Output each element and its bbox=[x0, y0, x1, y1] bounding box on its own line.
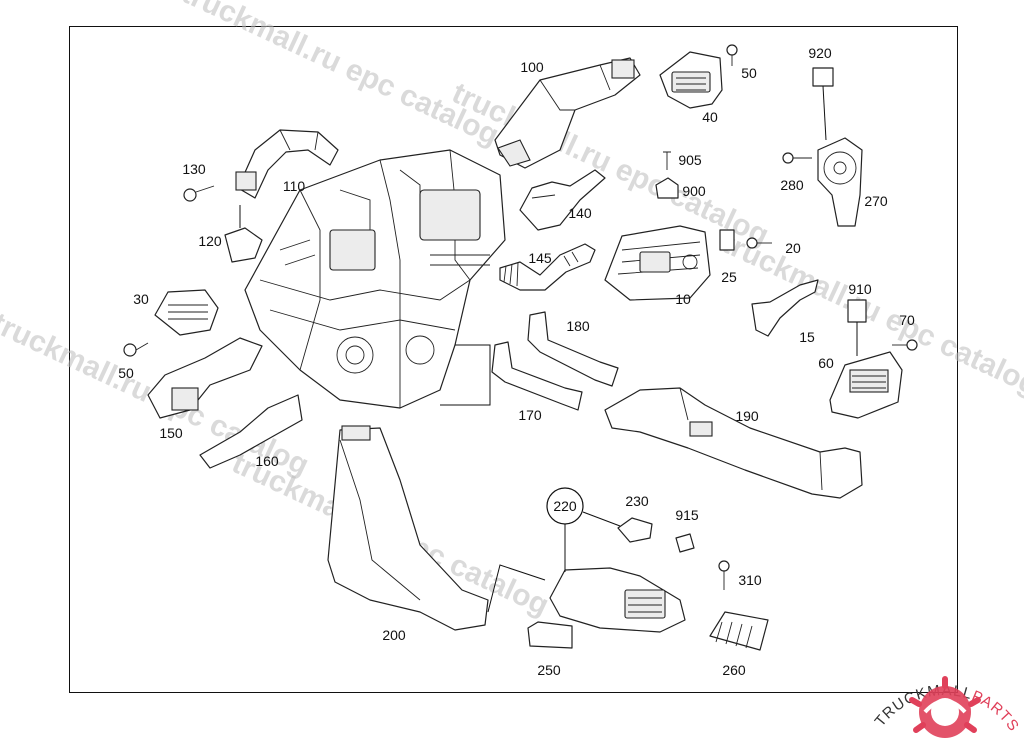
callout-190: 190 bbox=[735, 408, 759, 424]
part-915-clip bbox=[675, 533, 695, 553]
part-160-channel bbox=[199, 394, 303, 469]
part-10-control-panel bbox=[604, 225, 711, 301]
callout-310: 310 bbox=[738, 572, 762, 588]
part-200-floor-duct bbox=[327, 425, 546, 631]
callout-40: 40 bbox=[702, 109, 718, 125]
callout-920: 920 bbox=[808, 45, 832, 61]
callout-200: 200 bbox=[382, 627, 406, 643]
part-140-adapter bbox=[519, 169, 606, 231]
callout-25: 25 bbox=[721, 269, 737, 285]
part-270-blower bbox=[817, 137, 863, 227]
callout-280: 280 bbox=[780, 177, 804, 193]
callout-50-top: 50 bbox=[741, 65, 757, 81]
callout-140: 140 bbox=[568, 205, 592, 221]
part-220-assembly bbox=[549, 567, 686, 633]
callout-900: 900 bbox=[682, 183, 706, 199]
part-110-duct-pipe bbox=[235, 129, 339, 199]
gear-icon bbox=[909, 676, 981, 738]
part-40-vent-outlet bbox=[659, 51, 723, 109]
part-170-channel bbox=[491, 341, 583, 411]
part-190-long-duct bbox=[604, 387, 863, 499]
part-145-hose bbox=[499, 243, 596, 291]
part-250-filter bbox=[527, 621, 573, 649]
hvac-housing-assembly bbox=[244, 149, 506, 409]
part-120-clip bbox=[224, 205, 263, 263]
callout-10: 10 bbox=[675, 291, 691, 307]
callout-70: 70 bbox=[899, 312, 915, 328]
screw-20 bbox=[746, 237, 772, 249]
part-230-sensor bbox=[617, 517, 653, 543]
part-920-connector bbox=[812, 67, 834, 141]
screw-130 bbox=[183, 185, 215, 202]
part-905-pin bbox=[663, 151, 671, 170]
callout-160: 160 bbox=[255, 453, 279, 469]
part-260-grille bbox=[709, 611, 769, 651]
callout-260: 260 bbox=[722, 662, 746, 678]
part-900-bracket bbox=[655, 177, 679, 199]
callout-250: 250 bbox=[537, 662, 561, 678]
callout-labels: 100 50 40 920 130 110 905 900 280 270 12… bbox=[118, 45, 915, 678]
callout-15: 15 bbox=[799, 329, 815, 345]
callout-220: 220 bbox=[553, 498, 577, 514]
part-180-channel bbox=[527, 311, 619, 387]
callout-60: 60 bbox=[818, 355, 834, 371]
part-25-tab bbox=[719, 229, 735, 251]
callout-100: 100 bbox=[520, 59, 544, 75]
part-100-air-duct bbox=[494, 57, 641, 169]
callout-120: 120 bbox=[198, 233, 222, 249]
callout-180: 180 bbox=[566, 318, 590, 334]
callout-910: 910 bbox=[848, 281, 872, 297]
watermark-layer: truckmall.ru epc catalog truckmall.ru ep… bbox=[0, 0, 1024, 622]
logo-word-right: PARTS bbox=[969, 687, 1022, 735]
screw-310 bbox=[718, 560, 730, 590]
diagram-frame bbox=[69, 26, 958, 693]
screw-70 bbox=[892, 339, 918, 351]
callout-110: 110 bbox=[283, 178, 306, 194]
callout-915: 915 bbox=[675, 507, 699, 523]
callout-20: 20 bbox=[785, 240, 801, 256]
part-910-connector bbox=[847, 299, 867, 356]
callout-50-left: 50 bbox=[118, 365, 134, 381]
callout-30: 30 bbox=[133, 291, 149, 307]
callout-145: 145 bbox=[528, 250, 552, 266]
part-30-vent bbox=[154, 289, 219, 336]
callout-230: 230 bbox=[625, 493, 649, 509]
callout-130: 130 bbox=[182, 161, 206, 177]
part-15-bracket bbox=[751, 279, 819, 337]
callout-270: 270 bbox=[864, 193, 888, 209]
callout-150: 150 bbox=[159, 425, 183, 441]
part-150-duct bbox=[147, 337, 263, 419]
callout-905: 905 bbox=[678, 152, 702, 168]
callout-circle-220 bbox=[546, 487, 621, 572]
screw-280 bbox=[782, 152, 812, 164]
screw-50-top bbox=[726, 44, 738, 66]
watermark-text: truckmall.ru epc catalog bbox=[177, 0, 504, 152]
part-60-rear-vent bbox=[829, 351, 903, 419]
truckmallparts-logo: TRUCKMALLPARTS bbox=[872, 676, 1022, 738]
callout-170: 170 bbox=[518, 407, 542, 423]
screw-50-left bbox=[123, 342, 149, 357]
